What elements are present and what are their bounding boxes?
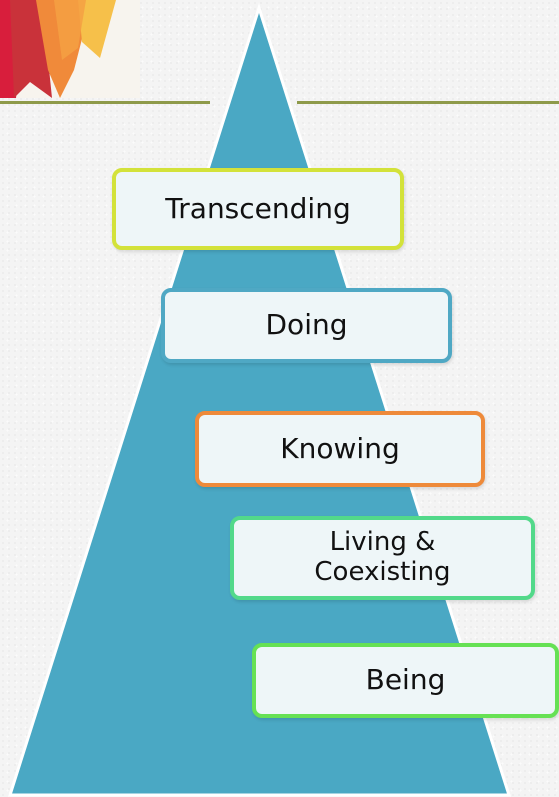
level-being-label: Being	[365, 663, 446, 697]
level-doing-box: Doing	[161, 288, 452, 363]
header-divider-left	[0, 101, 210, 104]
level-knowing-label: Knowing	[280, 431, 400, 465]
level-being-box: Being	[252, 643, 559, 718]
header-divider-right	[297, 101, 559, 104]
level-transcending-label: Transcending	[165, 191, 351, 225]
level-living-coexisting-box: Living & Coexisting	[230, 516, 535, 600]
level-doing-label: Doing	[265, 308, 348, 342]
level-living-coexisting-label: Living & Coexisting	[314, 527, 451, 587]
level-transcending-box: Transcending	[112, 168, 404, 250]
ribbon-logo-image	[0, 0, 140, 98]
level-knowing-box: Knowing	[195, 411, 485, 487]
